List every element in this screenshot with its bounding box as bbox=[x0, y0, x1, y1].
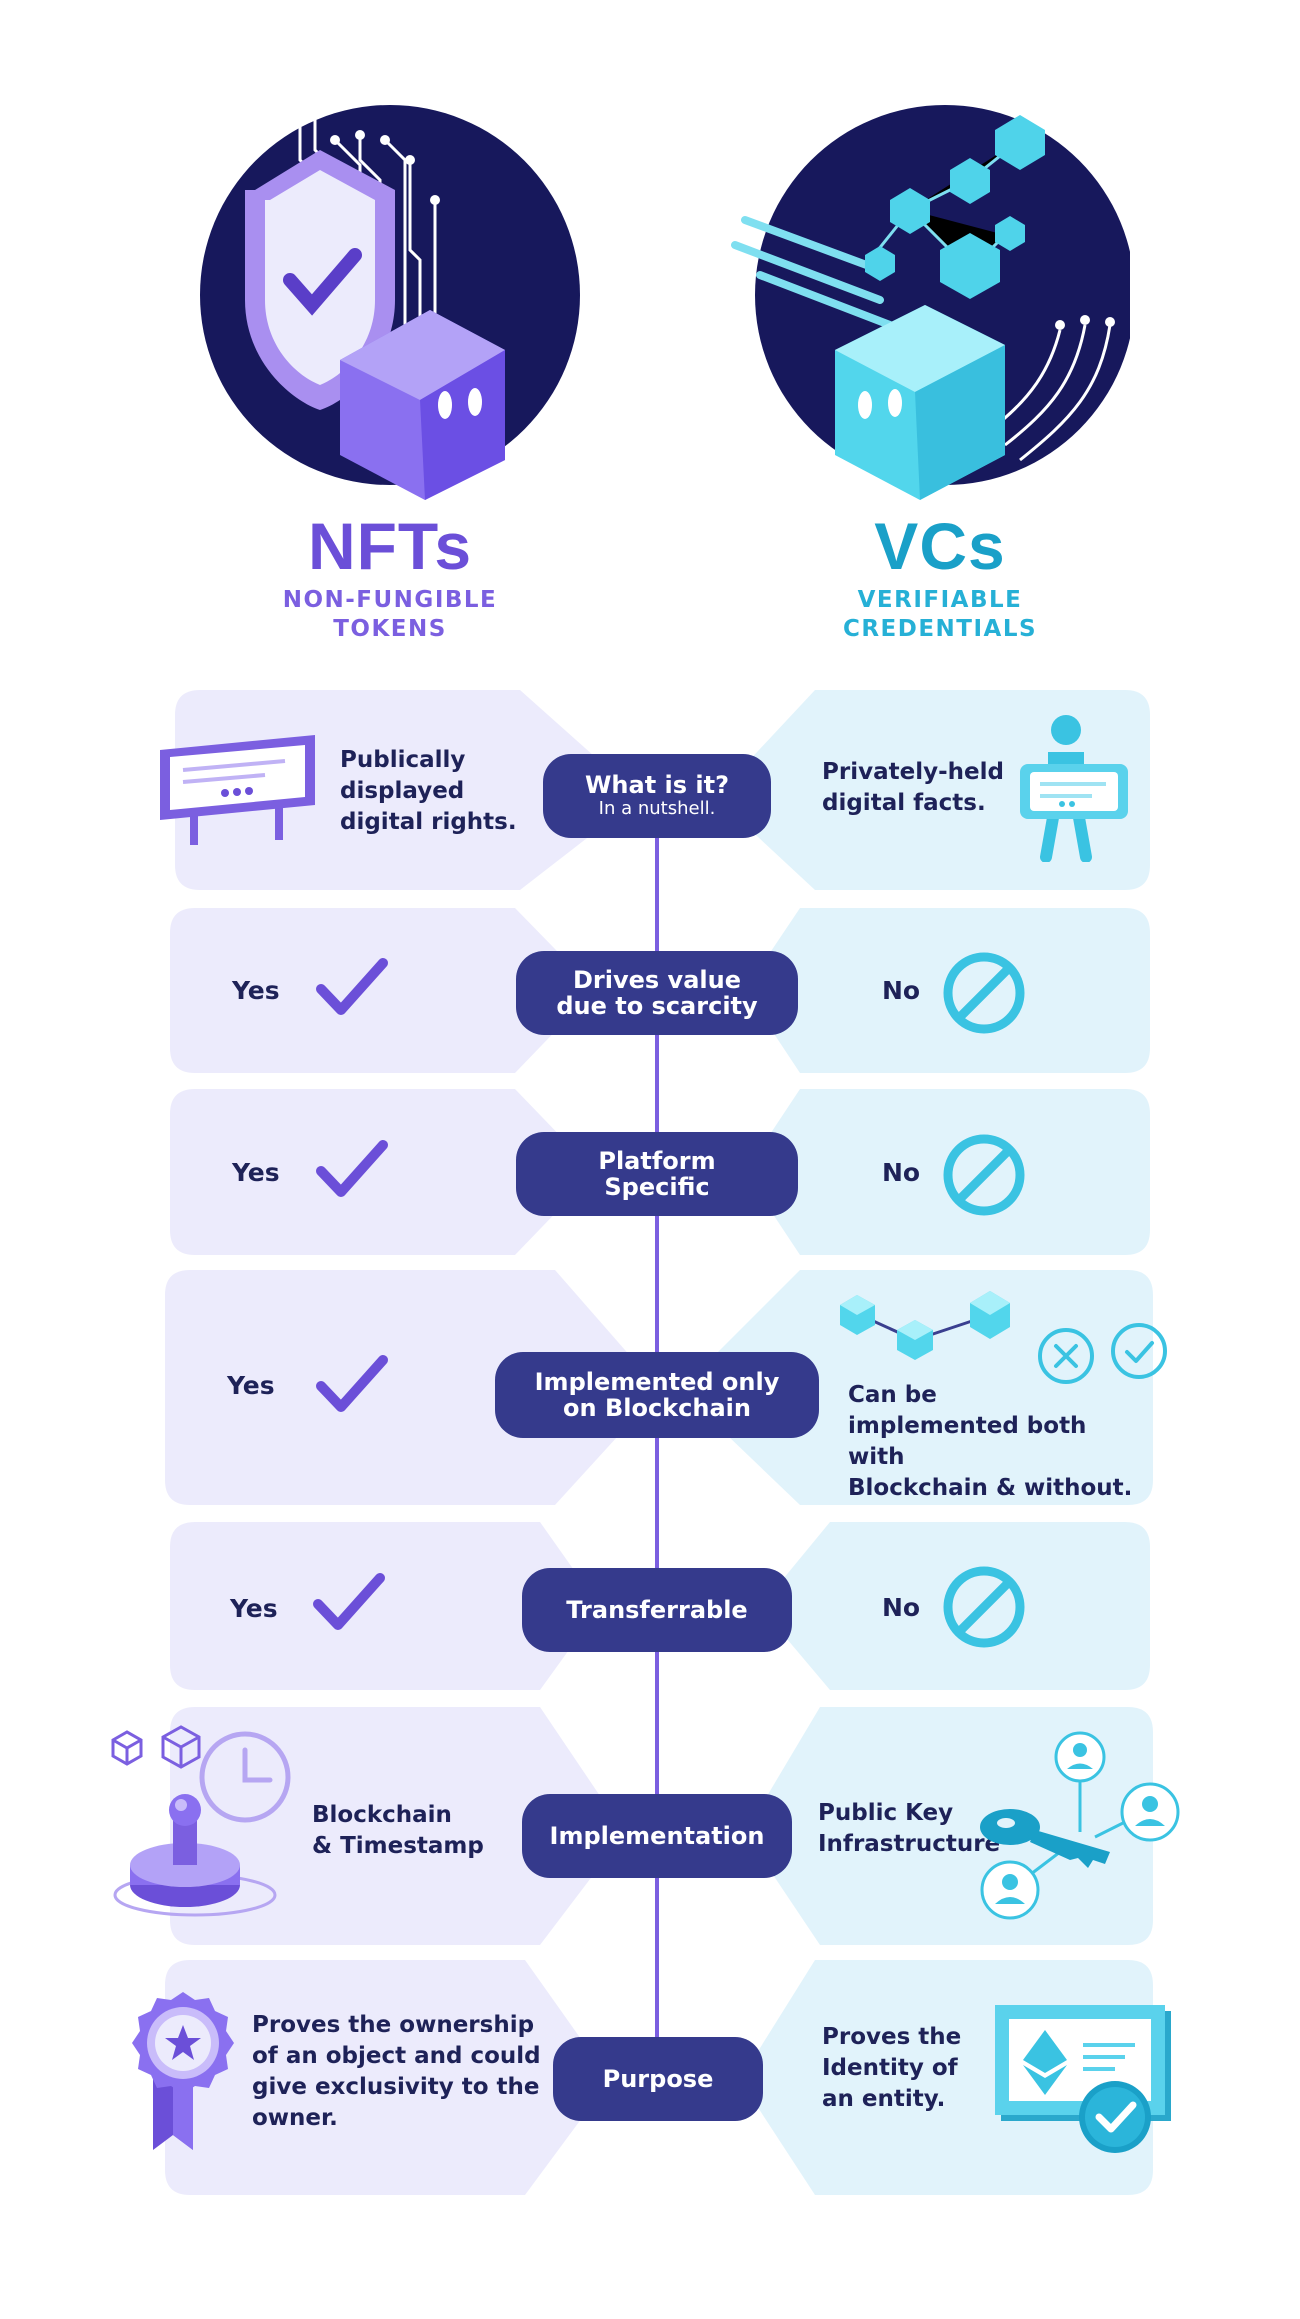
key-network-icon bbox=[980, 1731, 1180, 1920]
nft-transferrable-answer: Yes bbox=[230, 1594, 278, 1623]
vc-transferrable-answer: No bbox=[882, 1593, 921, 1622]
vc-hero-illustration bbox=[731, 105, 1130, 500]
no-sign-icon bbox=[943, 952, 1025, 1034]
stamp-clock-icon bbox=[111, 1725, 291, 1917]
blockchain-cubes-icon bbox=[840, 1291, 1010, 1360]
vc-platform-specific-answer: No bbox=[882, 1158, 921, 1187]
row-label-transferrable: Transferrable bbox=[522, 1568, 792, 1652]
vc-drives-value-answer: No bbox=[882, 976, 921, 1005]
cross-circle-icon bbox=[1038, 1328, 1094, 1384]
nft-title: NFTs bbox=[307, 509, 473, 583]
award-ribbon-icon bbox=[132, 1992, 234, 2150]
nft-implemented-only-answer: Yes bbox=[227, 1371, 275, 1400]
nft-implementation-text: Blockchain& Timestamp bbox=[312, 1802, 484, 1859]
person-holding-card-icon bbox=[1020, 715, 1128, 862]
nft-drives-value-answer: Yes bbox=[232, 976, 280, 1005]
billboard-icon bbox=[160, 735, 315, 845]
vc-title: VCs bbox=[874, 509, 1006, 583]
no-sign-icon bbox=[943, 1566, 1025, 1648]
checkmark-icon bbox=[316, 958, 388, 1015]
nft-hero-illustration bbox=[200, 105, 580, 500]
row-label-purpose: Purpose bbox=[553, 2037, 763, 2121]
checkmark-icon bbox=[313, 1573, 385, 1630]
row-label-what-is-it: What is it?In a nutshell. bbox=[543, 754, 771, 838]
row-label-implementation: Implementation bbox=[522, 1794, 792, 1878]
certificate-check-icon bbox=[995, 2005, 1171, 2153]
nft-platform-specific-answer: Yes bbox=[232, 1158, 280, 1187]
check-circle-icon bbox=[1111, 1323, 1167, 1379]
no-sign-icon bbox=[943, 1134, 1025, 1216]
checkmark-icon bbox=[316, 1355, 388, 1412]
checkmark-icon bbox=[316, 1140, 388, 1197]
